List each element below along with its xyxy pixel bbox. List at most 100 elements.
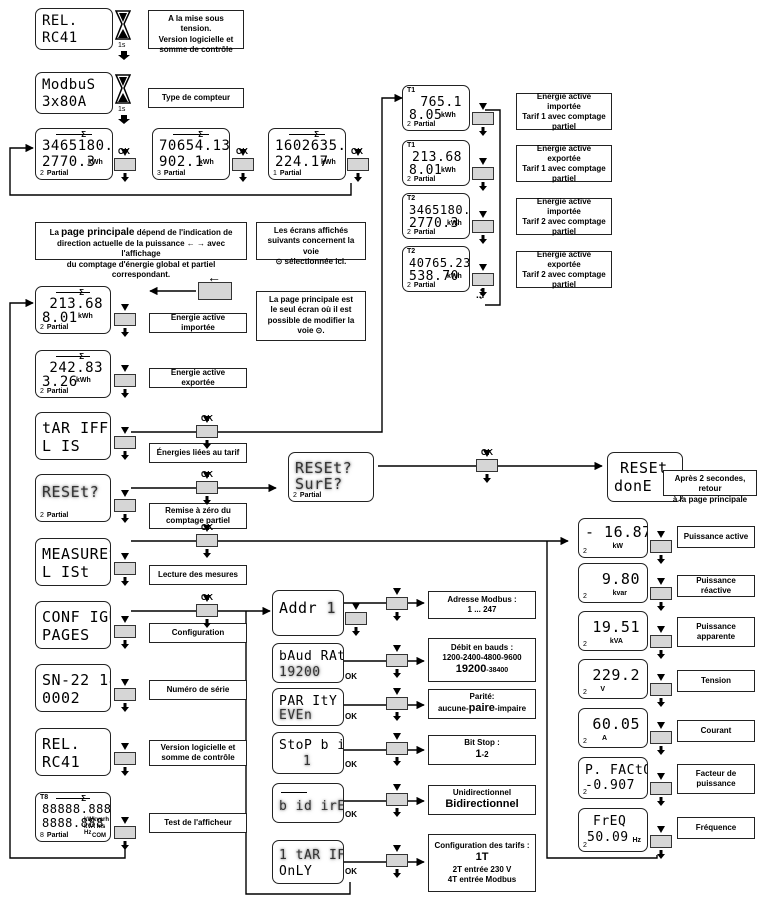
- down-button[interactable]: [650, 635, 672, 648]
- channel-icon: 2: [407, 176, 411, 183]
- direction-indicator: Σ: [173, 130, 209, 139]
- ok-button[interactable]: [386, 854, 408, 867]
- down-button[interactable]: [650, 835, 672, 848]
- down-button[interactable]: [114, 826, 136, 839]
- lcd-line-1: CONF IGUR.: [42, 608, 110, 626]
- ok-button[interactable]: [196, 481, 218, 494]
- lcd-line-2: 1: [303, 754, 312, 769]
- unit-label: kWkvarh: [84, 817, 110, 823]
- lcd-line-1: 40765.23.1: [409, 256, 469, 270]
- label-text: Test de l'afficheur: [164, 818, 232, 827]
- more-ellipsis: ...: [476, 290, 485, 301]
- lcd-value: - 16.87: [585, 523, 648, 541]
- lcd-line-1: bAud RAtE: [279, 649, 343, 664]
- ok-button[interactable]: [232, 158, 254, 171]
- channel-icon: 2: [583, 738, 587, 745]
- lcd-value: 60.05: [592, 715, 640, 733]
- screen-footer: 2: [583, 738, 590, 745]
- measure-screen-apparent-power: 19.51 kVA 2: [578, 611, 648, 651]
- ok-button[interactable]: [386, 697, 408, 710]
- ok-label: OK: [201, 593, 213, 602]
- timer-label: 1s: [118, 106, 126, 113]
- lcd-line-1: Addr: [279, 599, 318, 617]
- down-button[interactable]: [345, 612, 367, 625]
- ok-button[interactable]: [472, 273, 494, 286]
- ok-button[interactable]: [386, 793, 408, 806]
- direction-indicator: Σ: [56, 794, 90, 803]
- down-button[interactable]: [650, 782, 672, 795]
- label-line: Remise à zéro du: [165, 506, 231, 515]
- menu-screen-display-test: T8 Σ 88888.8888 8888.888 kWkvarh kVA ms …: [35, 792, 111, 842]
- ok-button[interactable]: [386, 597, 408, 610]
- reset-done-note: Après 2 secondes, retour à la page princ…: [663, 470, 757, 504]
- ok-button[interactable]: [196, 534, 218, 547]
- note-text: du comptage d'énergie global et partiel …: [66, 259, 216, 280]
- down-button[interactable]: [114, 625, 136, 638]
- ok-button[interactable]: [476, 459, 498, 472]
- down-button[interactable]: [114, 374, 136, 387]
- ok-label: OK: [345, 867, 357, 876]
- ok-button[interactable]: [386, 654, 408, 667]
- channel-icon: 2: [583, 789, 587, 796]
- ok-button[interactable]: [472, 167, 494, 180]
- label-text: Type de compteur: [161, 93, 231, 102]
- label-value-selected: paire: [468, 702, 495, 715]
- ok-label: OK: [481, 448, 493, 457]
- ok-button[interactable]: [196, 604, 218, 617]
- ok-button[interactable]: [472, 112, 494, 125]
- ok-button[interactable]: [196, 425, 218, 438]
- lcd-line-2: donE: [614, 477, 653, 495]
- menu-screen-serial: SN-22 1804 0002: [35, 664, 111, 712]
- note-text: dépend de l'indication de: [134, 228, 233, 237]
- label-line: Facteur de: [695, 769, 737, 778]
- lcd-line-1: 3465180.97: [42, 138, 113, 154]
- ok-button[interactable]: [386, 742, 408, 755]
- lcd-value: -0.907: [585, 778, 635, 793]
- note-line: La page principale est: [268, 295, 354, 304]
- menu-label: Énergies liées au tarif: [149, 443, 247, 463]
- down-button[interactable]: [650, 731, 672, 744]
- label-text: Courant: [700, 726, 732, 735]
- sigma-icon: Σ: [79, 352, 84, 361]
- label-line: Tarif 1 avec comptage: [522, 111, 606, 121]
- down-button[interactable]: [650, 683, 672, 696]
- down-button[interactable]: [114, 562, 136, 575]
- hourglass-icon: [114, 10, 132, 45]
- down-button[interactable]: [650, 587, 672, 600]
- unit-label: kWh: [447, 220, 462, 227]
- sigma-icon: Σ: [81, 794, 86, 803]
- ok-label: OK: [345, 672, 357, 681]
- down-button[interactable]: [114, 499, 136, 512]
- partial-label: Partial: [46, 832, 69, 839]
- loop-main: [9, 298, 126, 859]
- partial-label: Partial: [413, 229, 436, 236]
- down-button[interactable]: [114, 313, 136, 326]
- down-button[interactable]: [650, 540, 672, 553]
- label-value-selected: 1T: [475, 851, 489, 864]
- ok-button[interactable]: [472, 220, 494, 233]
- lcd-line-1: 70654.138: [159, 138, 230, 154]
- startup-note: A la mise sous tension. Version logiciel…: [148, 10, 244, 54]
- lcd-line-1: FrEQ: [593, 814, 627, 829]
- lcd-line-1: SN-22 1804: [42, 671, 110, 689]
- lcd-line-1: RESEt?: [42, 483, 100, 501]
- down-button[interactable]: [114, 688, 136, 701]
- label-line: Version logicielle et: [160, 743, 236, 752]
- note-line: suivants concernent la voie: [267, 236, 355, 256]
- label-title: Bit Stop :: [464, 738, 500, 748]
- channel-icon: 2: [583, 641, 587, 648]
- down-button[interactable]: [114, 436, 136, 449]
- ok-button[interactable]: [114, 158, 136, 171]
- down-button[interactable]: [114, 752, 136, 765]
- left-arrow-key[interactable]: [198, 282, 232, 300]
- ok-button[interactable]: [347, 158, 369, 171]
- channel-icon: 2: [40, 388, 44, 395]
